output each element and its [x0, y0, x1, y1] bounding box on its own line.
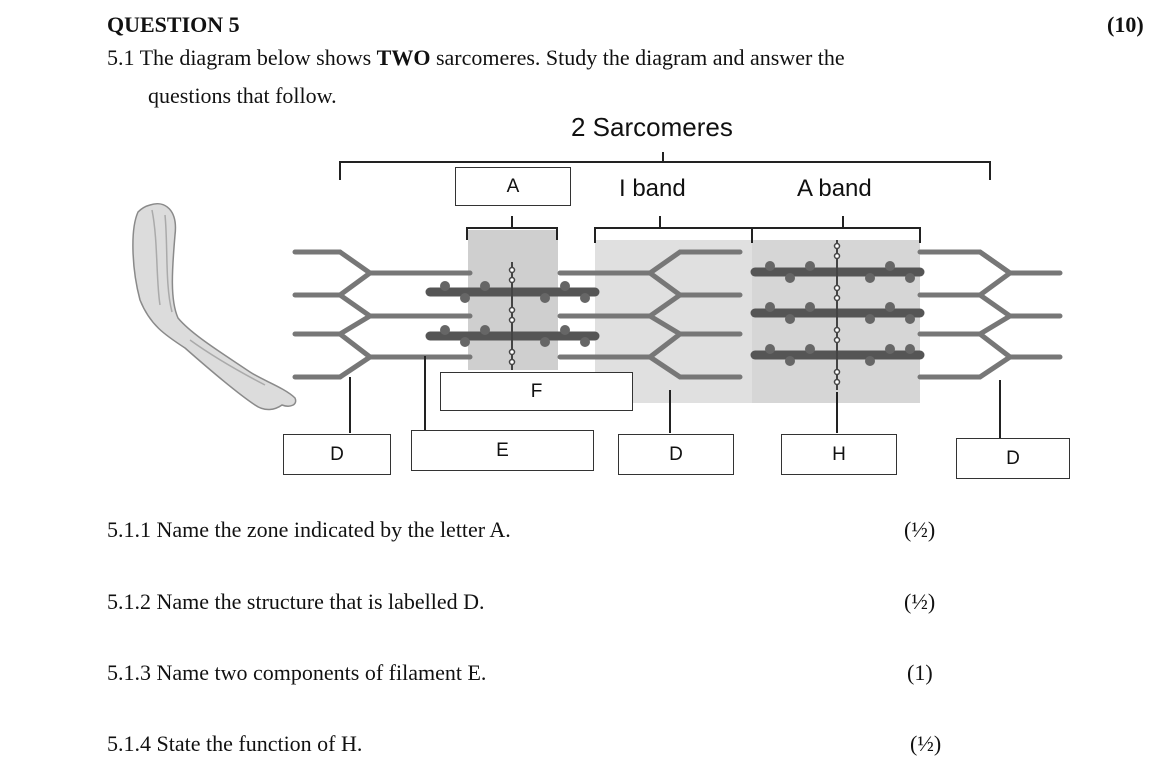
- subquestion-number: 5.1.1: [107, 517, 151, 542]
- label-box-d-middle: D: [618, 434, 734, 475]
- intro-part-2: sarcomeres. Study the diagram and answer…: [435, 45, 845, 70]
- label-a-band: A band: [797, 175, 872, 202]
- intro-number: 5.1: [107, 45, 135, 70]
- subquestion-text: State the function of H.: [156, 731, 363, 756]
- subquestion-5-1-3: 5.1.3 Name two components of filament E.: [107, 660, 486, 686]
- subquestion-text: Name two components of filament E.: [156, 660, 487, 685]
- label-box-h: H: [781, 434, 897, 475]
- label-box-d-left: D: [283, 434, 391, 475]
- subquestion-5-1-1: 5.1.1 Name the zone indicated by the let…: [107, 517, 511, 543]
- subquestion-marks: (½): [910, 731, 942, 756]
- subquestion-number: 5.1.4: [107, 731, 151, 756]
- question-title: QUESTION 5: [107, 12, 240, 37]
- subquestion-5-1-4: 5.1.4 State the function of H.: [107, 731, 362, 757]
- subquestion-marks: (½): [904, 517, 936, 542]
- subquestion-5-1-2: 5.1.2 Name the structure that is labelle…: [107, 589, 485, 615]
- intro-line-1: 5.1 The diagram below shows TWO sarcomer…: [107, 47, 845, 69]
- label-box-e: E: [411, 430, 594, 471]
- intro-part-1: The diagram below shows: [139, 45, 372, 70]
- label-box-d-right: D: [956, 438, 1070, 479]
- intro-line-2: questions that follow.: [148, 83, 337, 108]
- subquestion-number: 5.1.3: [107, 660, 151, 685]
- intro-bold: TWO: [376, 45, 431, 70]
- arm-illustration: [132, 203, 297, 411]
- subquestion-marks: (1): [907, 660, 933, 685]
- subquestion-text: Name the structure that is labelled D.: [156, 589, 485, 614]
- label-i-band: I band: [619, 175, 686, 202]
- label-box-a: A: [455, 167, 571, 206]
- subquestion-text: Name the zone indicated by the letter A.: [156, 517, 511, 542]
- subquestion-number: 5.1.2: [107, 589, 151, 614]
- diagram-title: 2 Sarcomeres: [571, 112, 733, 142]
- subquestion-marks: (½): [904, 589, 936, 614]
- question-total-marks: (10): [1107, 12, 1144, 37]
- label-box-f: F: [440, 372, 633, 411]
